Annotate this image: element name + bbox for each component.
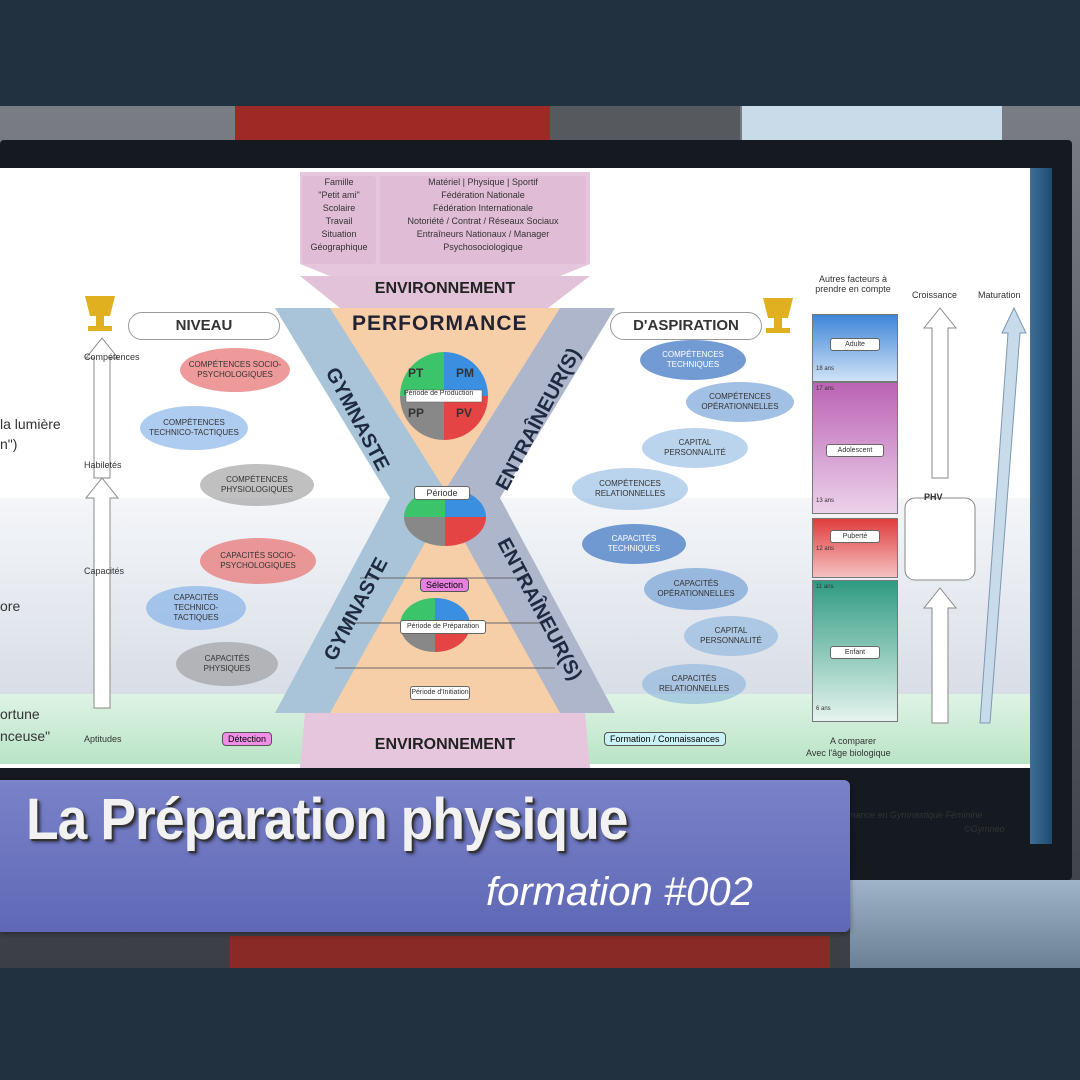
- gymnaste-band-top: [275, 308, 450, 498]
- environnement-bottom-label: ENVIRONNEMENT: [374, 736, 516, 753]
- page-title: La Préparation physique: [26, 787, 628, 852]
- window-panel: [742, 106, 1002, 140]
- env-item: Scolaire: [322, 203, 356, 213]
- credit-line-1: mance en Gymnastique Féminine: [848, 810, 983, 820]
- oval-socio-bottom: CAPACITÉS SOCIO-PSYCHOLOGIQUES: [200, 538, 316, 584]
- age-6: 6 ans: [816, 706, 831, 712]
- env-item: Notoriété / Contrat / Réseaux Sociaux: [407, 216, 559, 226]
- period-production: Période de Production: [404, 390, 474, 397]
- top-band: [0, 0, 1080, 106]
- lower-window: [850, 880, 1080, 968]
- oval-comp-oper: COMPÉTENCES OPÉRATIONNELLES: [686, 382, 794, 422]
- age-12: 12 ans: [816, 546, 835, 552]
- entraineur-band-top: [440, 308, 615, 498]
- env-item: Entraîneurs Nationaux / Manager: [416, 229, 550, 239]
- title-banner: [0, 780, 850, 932]
- env-item: Famille: [324, 177, 354, 187]
- tv-screen: Famille "Petit ami" Scolaire Travail Sit…: [0, 168, 1030, 768]
- oval-capital-top: CAPITAL PERSONNALITÉ: [642, 428, 748, 468]
- puberte-block: [812, 518, 898, 578]
- entraineur-band-bottom: [440, 498, 615, 713]
- env-item: Psychosociologique: [443, 242, 523, 252]
- maturation-header: Maturation: [978, 290, 1021, 300]
- env-item: Matériel | Physique | Sportif: [428, 177, 538, 187]
- scale-capacites: Capacités: [84, 566, 125, 576]
- oval-physio-top: COMPÉTENCES PHYSIOLOGIQUES: [200, 464, 314, 506]
- cut-text-1: la lumière: [0, 416, 61, 432]
- scale-competences: Compétences: [84, 352, 140, 362]
- cut-text-5: nceuse": [0, 728, 51, 744]
- compare-2: Avec l'âge biologique: [806, 748, 891, 758]
- lower-red-panel: [230, 936, 830, 968]
- age-11: 11 ans: [816, 584, 834, 590]
- env-item: Fédération Nationale: [441, 190, 525, 200]
- phv-label: PHV: [924, 492, 943, 502]
- selection-tag: Sélection: [420, 578, 470, 592]
- env-item: Fédération Internationale: [432, 203, 534, 213]
- compare-1: A comparer: [830, 736, 877, 746]
- aspiration-pill: D'ASPIRATION: [610, 312, 762, 340]
- oval-capital-bottom: CAPITAL PERSONNALITÉ: [684, 616, 778, 656]
- quad-pm: PM: [456, 366, 474, 380]
- period-preparation: Période de Préparation: [400, 620, 486, 634]
- cut-text-3: ore: [0, 598, 21, 614]
- oval-cap-rel: CAPACITÉS RELATIONNELLES: [642, 664, 746, 704]
- croissance-header: Croissance: [912, 290, 958, 300]
- oval-comp-tech: COMPÉTENCES TECHNIQUES: [640, 340, 746, 380]
- env-item: Géographique: [310, 242, 368, 252]
- age-18: 18 ans: [816, 366, 835, 372]
- env-item: Situation: [321, 229, 357, 239]
- age-17: 17 ans: [816, 386, 835, 392]
- credit-line-2: ©Gymneo: [964, 824, 1005, 834]
- page-subtitle: formation #002: [486, 870, 753, 914]
- scale-aptitudes: Aptitudes: [84, 734, 122, 744]
- period-middle: Période: [414, 486, 470, 500]
- screen-side-strip: [1030, 168, 1052, 844]
- adulte-label: Adulte: [830, 338, 880, 351]
- oval-cap-tech: CAPACITÉS TECHNIQUES: [582, 524, 686, 564]
- detection-tag: Détection: [222, 732, 273, 746]
- env-item: Travail: [325, 216, 353, 226]
- cut-text-4: ortune: [0, 706, 40, 722]
- env-family-box: Famille "Petit ami" Scolaire Travail Sit…: [302, 176, 376, 264]
- env-item: "Petit ami": [318, 190, 360, 200]
- oval-technico-bottom: CAPACITÉS TECHNICO-TACTIQUES: [146, 586, 246, 630]
- red-wall-panel: [235, 106, 550, 140]
- performance-label: PERFORMANCE: [352, 312, 528, 335]
- age-13: 13 ans: [816, 498, 835, 504]
- env-federation-box: Matériel | Physique | Sportif Fédération…: [380, 176, 586, 264]
- gray-wall-panel: [550, 106, 740, 140]
- oval-comp-rel: COMPÉTENCES RELATIONNELLES: [572, 468, 688, 510]
- autres-facteurs-header: Autres facteurs à prendre en compte: [815, 274, 891, 294]
- gymnaste-band-bottom: [275, 498, 450, 713]
- oval-physique-bottom: CAPACITÉS PHYSIQUES: [176, 642, 278, 686]
- bottom-band: [0, 968, 1080, 1080]
- formation-tag: Formation / Connaissances: [604, 732, 726, 746]
- performance-quadrant-large: [400, 352, 488, 440]
- oval-cap-oper: CAPACITÉS OPÉRATIONNELLES: [644, 568, 748, 610]
- oval-socio-top: COMPÉTENCES SOCIO-PSYCHOLOGIQUES: [180, 348, 290, 392]
- enfant-label: Enfant: [830, 646, 880, 659]
- adolescent-label: Adolescent: [826, 444, 884, 457]
- environnement-top-label: ENVIRONNEMENT: [374, 280, 516, 297]
- quad-pv: PV: [456, 406, 473, 420]
- quad-pp: PP: [408, 406, 425, 420]
- scale-habiletes: Habiletés: [84, 460, 122, 470]
- oval-technico-top: COMPÉTENCES TECHNICO-TACTIQUES: [140, 406, 248, 450]
- period-initiation: Période d'Initiation: [410, 686, 470, 700]
- niveau-pill: NIVEAU: [128, 312, 280, 340]
- env-bottom-shape: [300, 713, 590, 768]
- quad-pt: PT: [408, 366, 424, 380]
- env-top-bar: [300, 276, 590, 308]
- puberte-label: Puberté: [830, 530, 880, 543]
- cut-text-2: n"): [0, 436, 18, 452]
